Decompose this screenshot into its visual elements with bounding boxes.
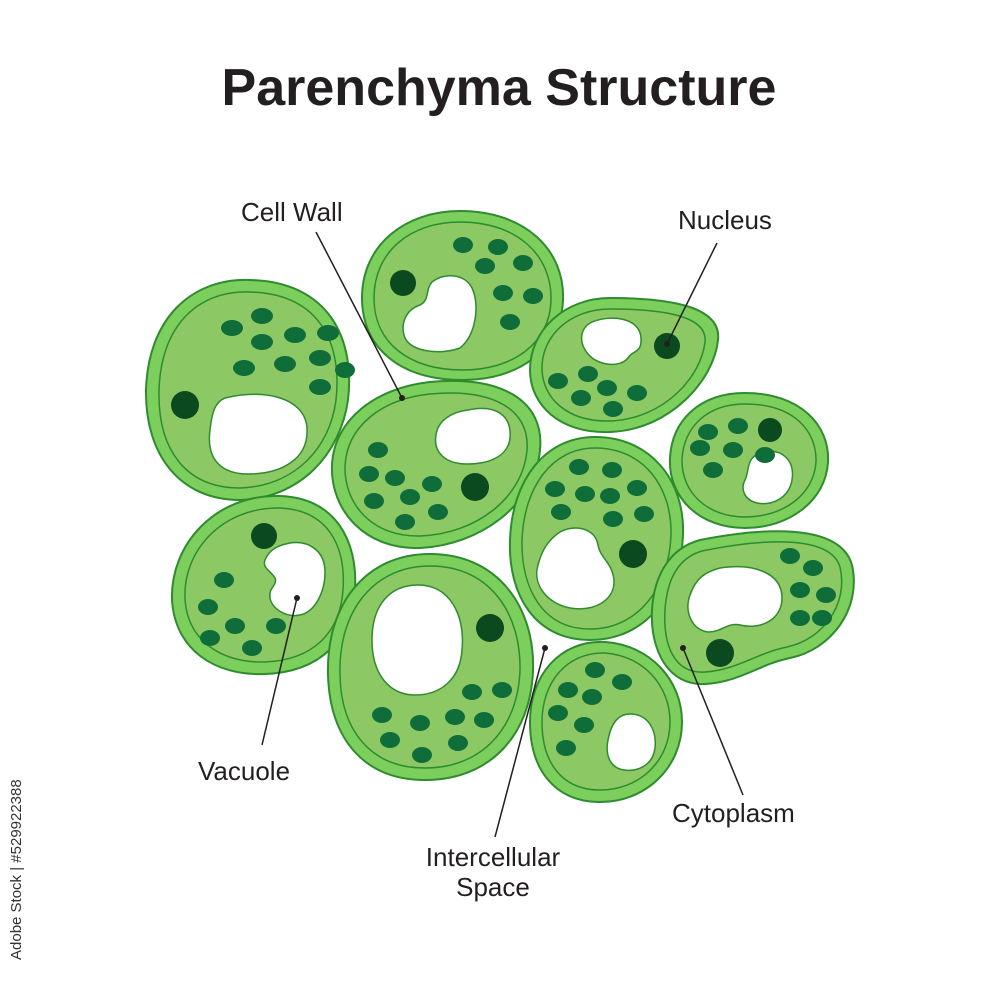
label-cytoplasm: Cytoplasm	[672, 798, 795, 828]
nucleus	[171, 391, 199, 419]
label-intercellular-line1: Intercellular	[425, 842, 561, 872]
nucleus-leader	[666, 242, 718, 345]
nucleus	[476, 614, 504, 642]
cell-i	[528, 640, 684, 804]
cell-f	[508, 435, 685, 642]
cell-j	[650, 530, 855, 686]
nucleus	[251, 523, 277, 549]
nucleus	[758, 418, 782, 442]
cell-wall-leader	[315, 231, 403, 399]
nucleus	[390, 270, 416, 296]
cell-c	[528, 296, 720, 434]
nucleus	[706, 639, 734, 667]
stock-id-text: Adobe Stock | #529922388	[8, 779, 25, 960]
leader-lines	[261, 231, 744, 838]
nucleus	[461, 473, 489, 501]
cell-b	[360, 209, 565, 382]
cell-d	[330, 379, 542, 550]
nucleus	[619, 540, 647, 568]
label-intercellular-space: Intercellular Space	[398, 842, 588, 902]
cell-e	[668, 391, 830, 530]
label-cell-wall: Cell Wall	[241, 197, 343, 227]
cell-a	[144, 278, 355, 502]
diagram-title: Parenchyma Structure	[221, 59, 777, 117]
cytoplasm-leader	[682, 647, 744, 796]
vacuole-leader	[261, 597, 298, 746]
stock-id: Adobe Stock | #529922388	[8, 760, 30, 960]
cell-g	[170, 494, 357, 676]
label-nucleus: Nucleus	[678, 205, 772, 235]
label-intercellular-line2: Space	[456, 872, 530, 902]
cell-h	[326, 552, 535, 782]
intercellular-leader	[494, 647, 546, 838]
label-vacuole: Vacuole	[198, 756, 291, 786]
